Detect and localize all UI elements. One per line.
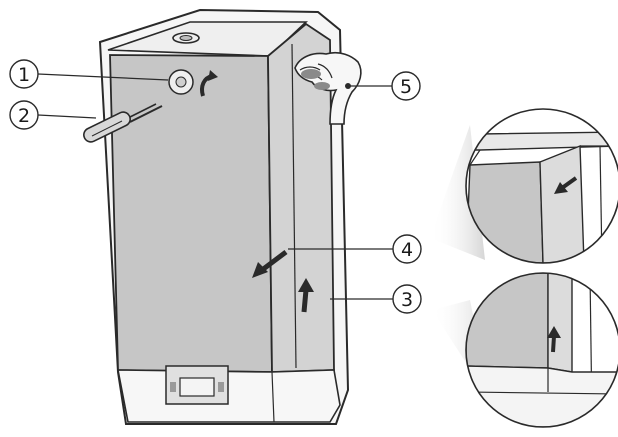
hand-icon: [294, 51, 362, 125]
leader-1: [37, 73, 169, 81]
leader-2: [37, 114, 97, 119]
direction-arrow-icon: [252, 250, 314, 313]
callout-2: 2: [9, 100, 39, 130]
top-port: [172, 32, 200, 44]
base: [117, 369, 341, 423]
callout-label: 4: [401, 239, 413, 261]
callout-label: 5: [400, 76, 412, 98]
screwdriver-icon: [83, 105, 163, 143]
callout-label: 2: [18, 105, 30, 127]
boiler-cabinet: [83, 8, 362, 425]
callout-label: 3: [401, 289, 413, 311]
callout-5: 5: [391, 71, 421, 101]
top-face: [107, 21, 309, 57]
callout-1: 1: [9, 59, 39, 89]
callout-4: 4: [392, 234, 422, 264]
screw-cover: [168, 69, 194, 95]
callout-3: 3: [392, 284, 422, 314]
front-panel: [109, 54, 273, 373]
side-panel: [267, 22, 335, 373]
control-panel: [165, 365, 229, 405]
magnifier-detail-bottom: [465, 272, 618, 428]
callout-label: 1: [18, 64, 30, 86]
magnifier-detail-top: [465, 108, 618, 264]
